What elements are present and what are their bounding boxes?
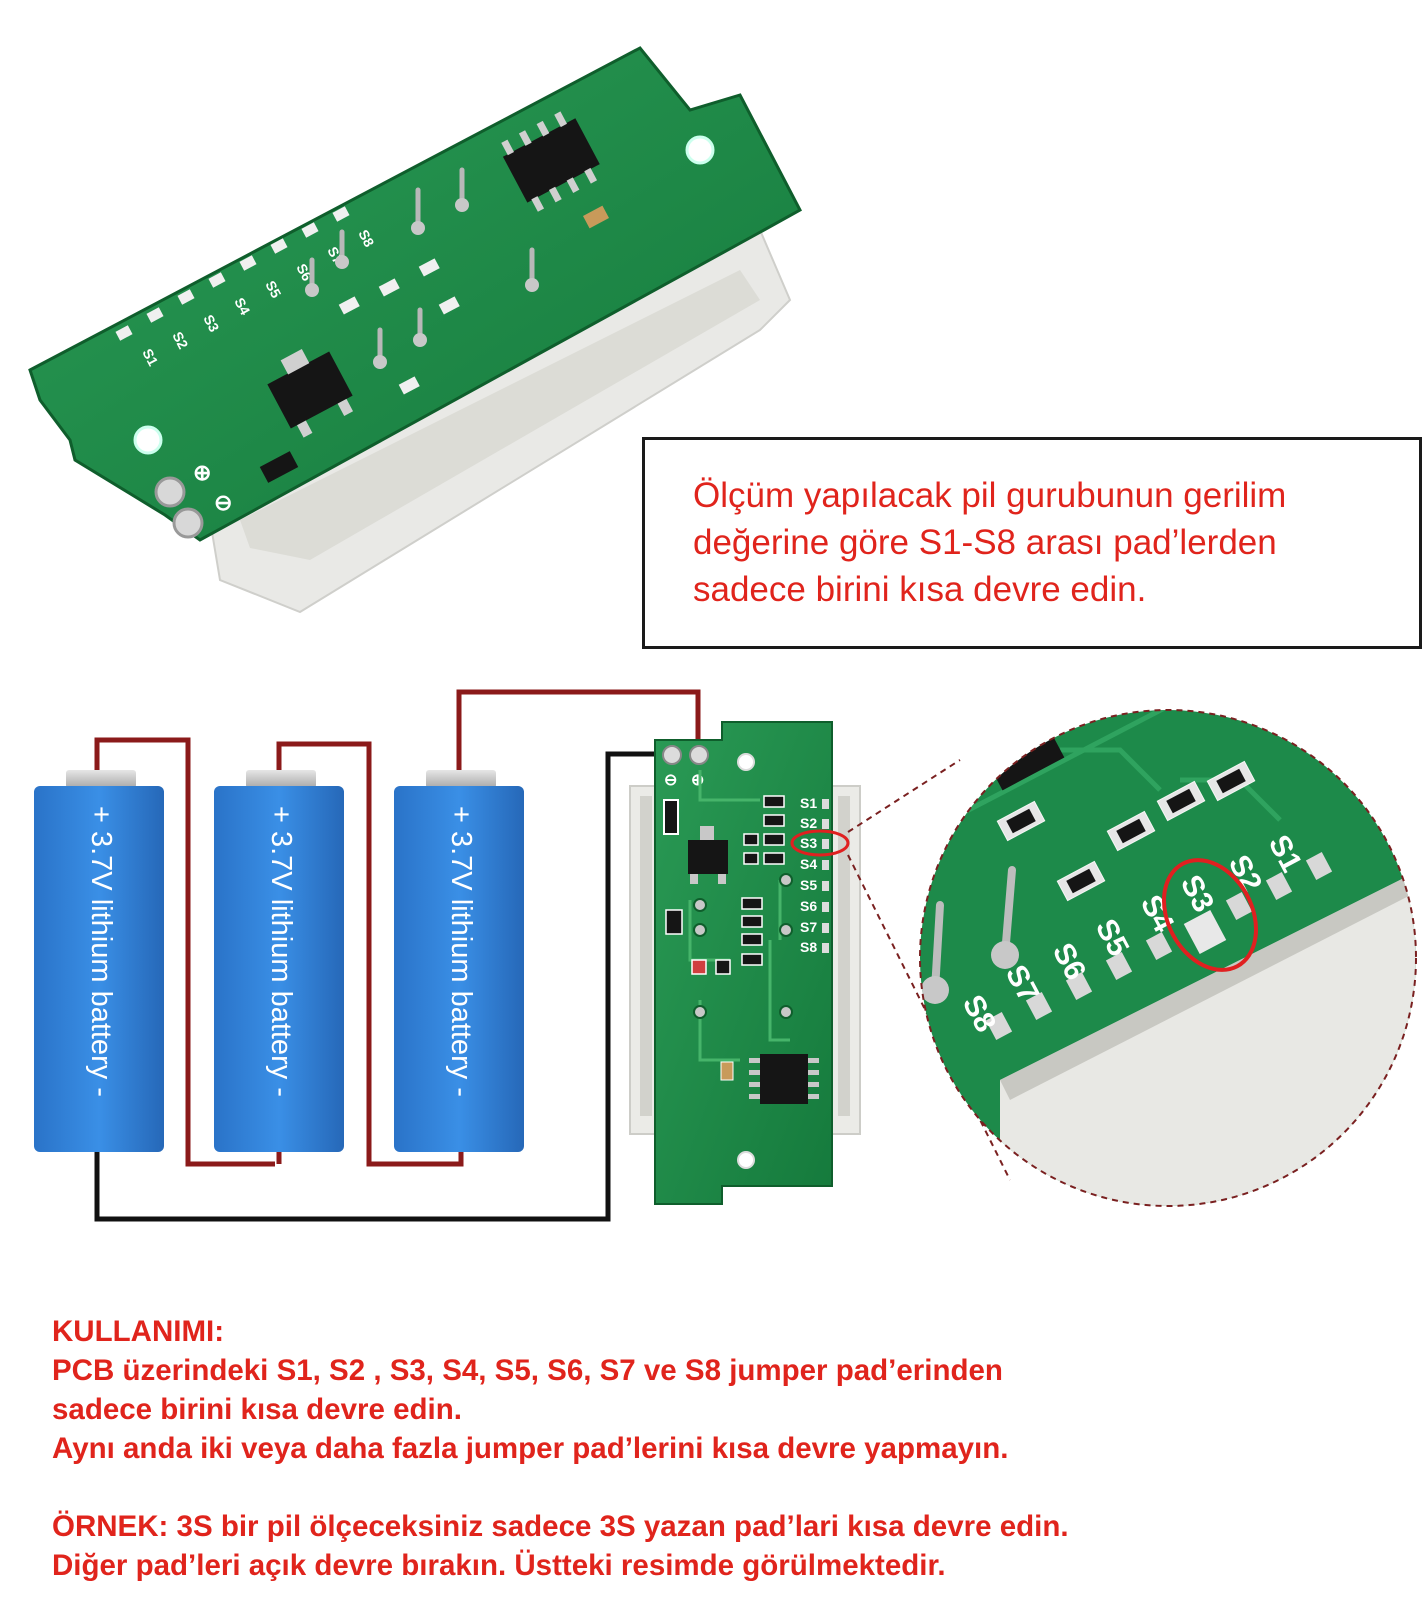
example-line: Diğer pad’leri açık devre bırakın. Üstte… xyxy=(52,1549,946,1582)
capacitor xyxy=(720,1061,734,1081)
svg-text:S4: S4 xyxy=(800,856,817,872)
negative-pad xyxy=(662,745,682,765)
plus-mark: ⊕ xyxy=(193,460,211,485)
svg-text:S7: S7 xyxy=(800,919,817,935)
svg-text:S5: S5 xyxy=(262,278,284,301)
mounting-hole xyxy=(737,753,755,771)
mounting-hole xyxy=(133,425,163,455)
callout-line: sadece birini kısa devre edin. xyxy=(693,570,1147,609)
battery-2: + 3.7V lithium battery - xyxy=(214,770,344,1152)
front-jumper-pads xyxy=(822,799,829,953)
wire-series-2b xyxy=(276,741,464,1167)
regulator-chip xyxy=(688,826,728,884)
battery-1: + 3.7V lithium battery - xyxy=(34,770,164,1152)
positive-pad xyxy=(689,745,709,765)
top-pcb-photo: ⊕ ⊖ xyxy=(28,46,803,614)
diode xyxy=(663,799,679,835)
capacitor xyxy=(583,205,609,229)
usage-line: PCB üzerindeki S1, S2 , S3, S4, S5, S6, … xyxy=(52,1354,1003,1387)
plus-mark: ⊕ xyxy=(691,772,704,789)
wiring xyxy=(94,689,701,1222)
s3-highlight-circle xyxy=(790,829,850,857)
usage-line: Aynı anda iki veya daha fazla jumper pad… xyxy=(52,1432,1009,1465)
svg-text:S2: S2 xyxy=(169,329,191,352)
front-pcb: ⊖ ⊕ xyxy=(629,721,861,1205)
minus-mark: ⊖ xyxy=(664,772,677,789)
svg-text:S1: S1 xyxy=(800,795,817,811)
battery-3: + 3.7V lithium battery - xyxy=(394,770,524,1152)
svg-text:S8: S8 xyxy=(355,227,377,250)
front-resistor-stack xyxy=(665,795,785,975)
example-line: ÖRNEK: 3S bir pil ölçeceksiniz sadece 3S… xyxy=(52,1510,1069,1543)
usage-instructions: KULLANIMI: PCB üzerindeki S1, S2 , S3, S… xyxy=(52,1312,1412,1585)
minus-mark: ⊖ xyxy=(214,490,232,515)
svg-text:S3: S3 xyxy=(800,835,817,851)
battery-label: + 3.7V lithium battery - xyxy=(265,806,297,1097)
instruction-callout-box: Ölçüm yapılacak pil gurubunun gerilim de… xyxy=(642,437,1422,649)
soic8-chip xyxy=(501,111,600,212)
svg-text:S1: S1 xyxy=(139,346,161,369)
usage-line: sadece birini kısa devre edin. xyxy=(52,1393,462,1426)
solder-pad xyxy=(154,476,186,508)
svg-text:S8: S8 xyxy=(800,939,817,955)
top-pcb-board xyxy=(28,46,803,542)
svg-text:S5: S5 xyxy=(800,877,817,893)
regulator-chip xyxy=(267,349,354,438)
diode xyxy=(259,451,299,483)
wire-series-1 xyxy=(94,737,275,1167)
zoom-s3-highlight xyxy=(1161,858,1259,972)
wire-negative xyxy=(94,751,671,1222)
callout-line: değerine göre S1-S8 arası pad’lerden xyxy=(693,523,1277,562)
zoom-magnifier: S1 S2 S3 S4 S5 S6 S7 S8 xyxy=(919,709,1417,1207)
mounting-hole xyxy=(685,135,715,165)
callout-text: Ölçüm yapılacak pil gurubunun gerilim de… xyxy=(693,472,1413,613)
usage-title: KULLANIMI: xyxy=(52,1315,225,1348)
mounting-hole xyxy=(737,1151,755,1169)
wire-positive xyxy=(456,689,701,778)
front-pad-labels: S1 S2 S3 S4 S5 S6 S7 S8 xyxy=(800,795,817,955)
svg-text:S2: S2 xyxy=(800,815,817,831)
battery-label: + 3.7V lithium battery - xyxy=(85,806,117,1097)
svg-text:S4: S4 xyxy=(231,295,253,318)
battery-label: + 3.7V lithium battery - xyxy=(445,806,477,1097)
solder-pad xyxy=(172,507,204,539)
svg-text:S6: S6 xyxy=(800,898,817,914)
led-display-face xyxy=(240,270,760,560)
top-resistor-row xyxy=(115,206,460,395)
callout-line: Ölçüm yapılacak pil gurubunun gerilim xyxy=(693,476,1287,515)
svg-text:S3: S3 xyxy=(200,312,222,335)
soic8-chip xyxy=(749,1054,819,1104)
